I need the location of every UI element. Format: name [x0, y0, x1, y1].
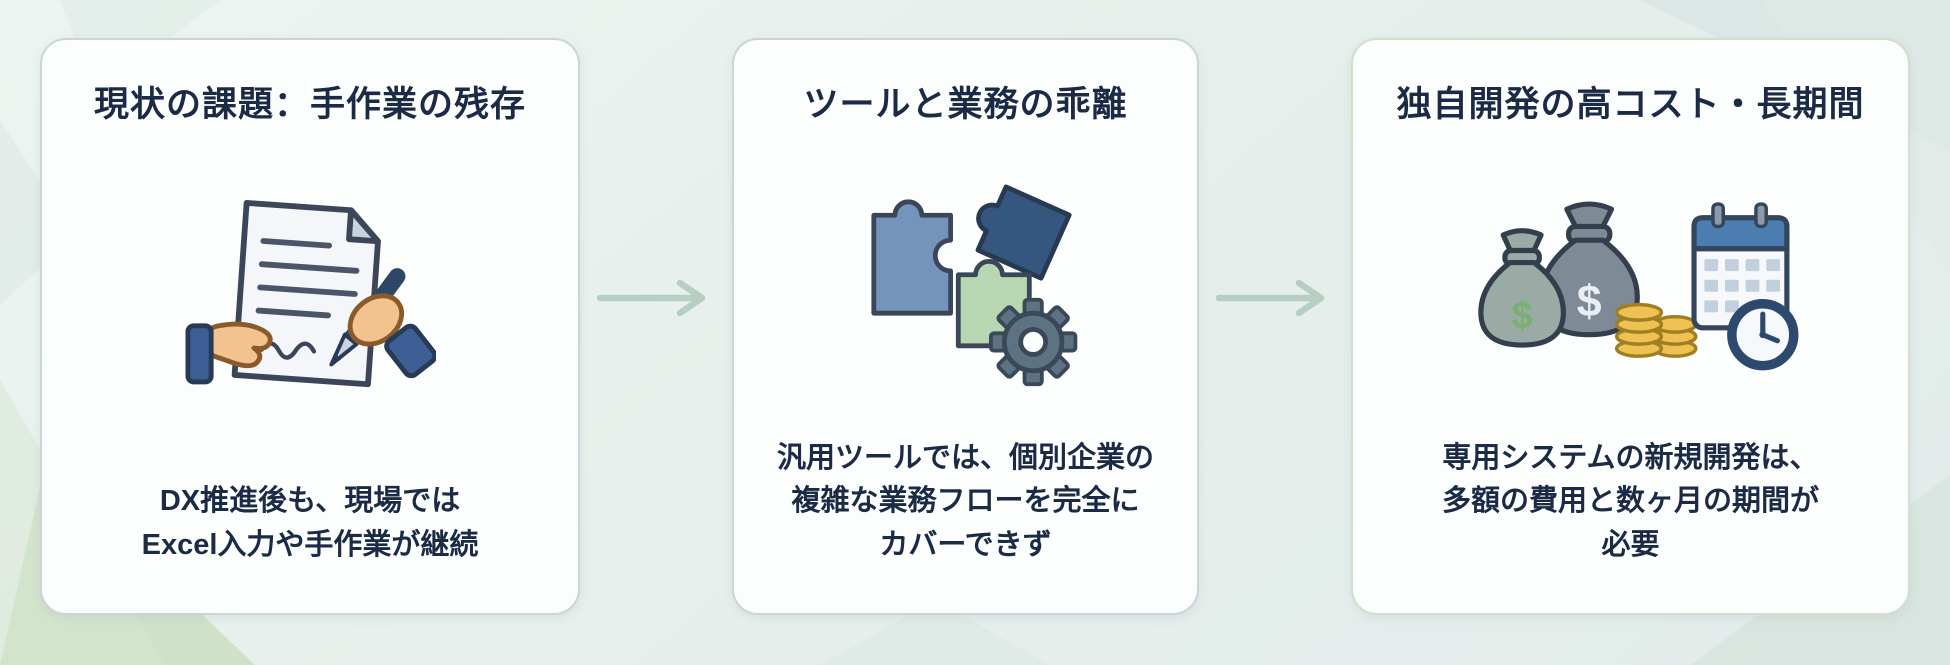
coins-icon: [1615, 303, 1698, 359]
card-title: 独自開発の高コスト・長期間: [1396, 85, 1865, 124]
money-bag-icon: $: [1478, 228, 1567, 348]
card-tool-business-gap: ツールと業務の乖離: [732, 38, 1199, 615]
document-signing-illustration: [185, 200, 437, 388]
puzzle-gear-icon: [845, 126, 1085, 437]
puzzle-gear-illustration: [871, 184, 1078, 386]
cards-row: 現状の課題：手作業の残存: [40, 38, 1910, 615]
gear-icon: [989, 297, 1078, 386]
card-title: ツールと業務の乖離: [803, 85, 1128, 124]
card-description: 専用システムの新規開発は、 多額の費用と数ヶ月の期間が 必要: [1441, 441, 1819, 561]
card-description: 汎用ツールでは、個別企業の 複雑な業務フローを完全に カバーできず: [776, 441, 1154, 561]
arrow-right-icon: [1215, 276, 1335, 325]
money-calendar-illustration: $ $: [1478, 201, 1799, 371]
svg-text:$: $: [1577, 277, 1602, 326]
money-calendar-clock-icon: $ $: [1460, 126, 1800, 437]
arrow-right-icon: [596, 276, 716, 325]
document-signing-icon: [184, 126, 437, 480]
clock-icon: [1727, 299, 1799, 371]
card-custom-dev-cost: 独自開発の高コスト・長期間 $ $: [1350, 38, 1910, 615]
card-description: DX推進後も、現場では Excel入力や手作業が継続: [141, 485, 479, 561]
svg-text:$: $: [1512, 295, 1533, 337]
card-current-issues: 現状の課題：手作業の残存: [40, 38, 581, 615]
card-title: 現状の課題：手作業の残存: [94, 85, 527, 124]
